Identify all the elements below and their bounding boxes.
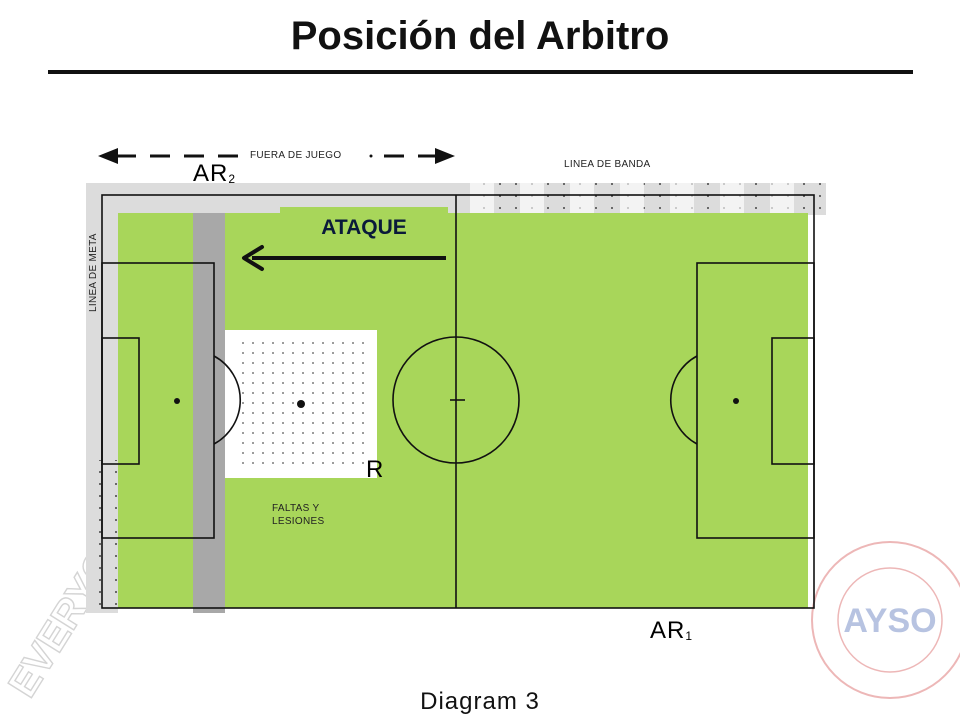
attack-arrow <box>242 245 446 271</box>
ar1-label: AR1 <box>650 617 694 644</box>
ar2-label: AR2 <box>193 160 237 187</box>
offside-label: FUERA DE JUEGO <box>250 150 342 161</box>
title-rule <box>48 70 913 74</box>
offside-arrow <box>98 148 455 164</box>
penalty-spot-left <box>174 398 180 404</box>
page-title: Posición del Arbitro <box>290 14 670 58</box>
offside-strip <box>193 213 225 613</box>
touchline-label: LINEA DE BANDA <box>564 159 651 170</box>
diagram-caption: Diagram 3 <box>420 688 540 715</box>
attack-label: ATAQUE <box>280 207 448 249</box>
fouls-label: FALTAS Y LESIONES <box>272 503 325 527</box>
ayso-logo: AYSO <box>811 541 960 699</box>
goal-line-label: LINEA DE META <box>88 233 99 312</box>
svg-text:AYSO: AYSO <box>843 602 936 640</box>
penalty-spot-right <box>733 398 739 404</box>
referee-label: R <box>366 456 384 483</box>
referee-marker <box>297 400 305 408</box>
field-lines <box>101 194 815 609</box>
